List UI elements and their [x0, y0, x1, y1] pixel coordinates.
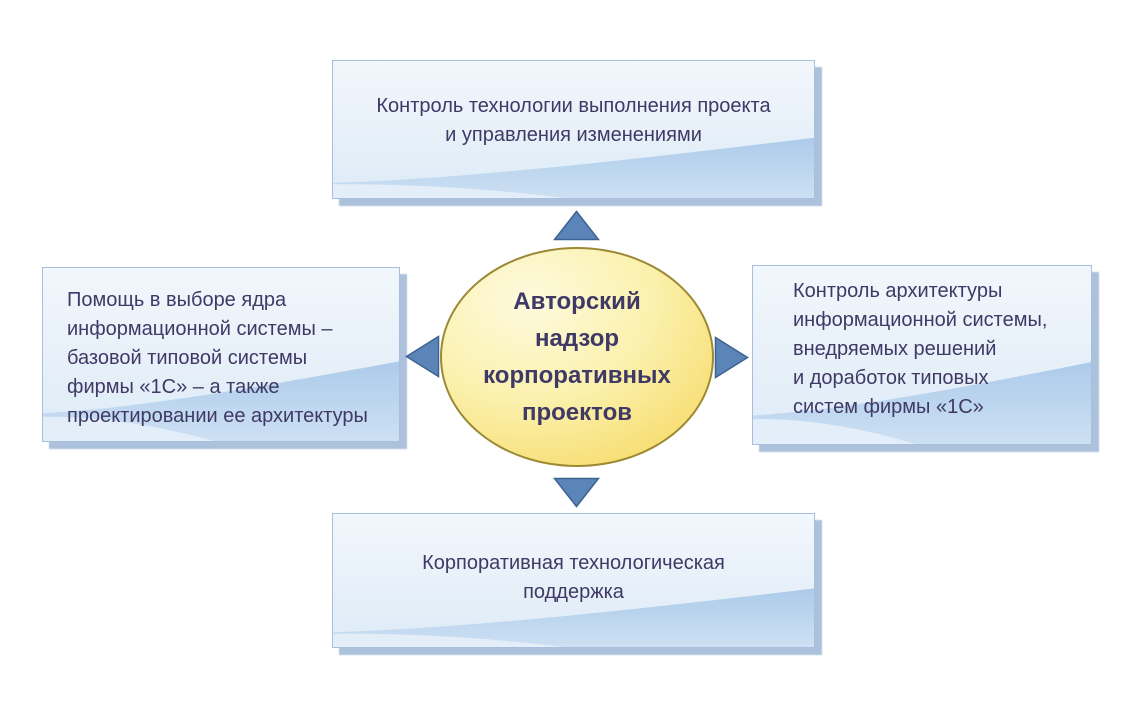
box-top-text: Контроль технологии выполнения проекта и… — [333, 92, 814, 150]
box-left-line: базовой типовой системы — [67, 347, 308, 369]
box-bottom: Корпоративная технологическая поддержка — [332, 513, 815, 648]
box-right-line: внедряемых решений — [793, 337, 997, 360]
box-left-line: проектировании ее архитектуры — [67, 405, 368, 427]
box-top: Контроль технологии выполнения проекта и… — [332, 60, 815, 199]
arrow-down-icon — [553, 477, 600, 508]
box-right: Контроль архитектуры информационной сист… — [752, 265, 1092, 445]
box-gloss-shine — [43, 361, 399, 441]
center-ellipse-line: надзор — [534, 325, 620, 352]
box-top-line: Контроль технологии выполнения проекта — [376, 94, 771, 117]
box-bottom-line: Корпоративная технологическая — [422, 551, 725, 574]
box-right-line: Контроль архитектуры — [793, 279, 1003, 302]
box-gloss-shine — [333, 137, 814, 198]
box-gloss-shine — [753, 362, 1091, 444]
center-ellipse-line: проектов — [521, 399, 633, 426]
box-right-line: информационной системы, — [793, 308, 1048, 331]
box-left-line: Помощь в выборе ядра — [67, 289, 287, 311]
box-gloss-shine — [333, 588, 814, 647]
center-ellipse-line: корпоративных — [483, 362, 671, 389]
arrow-up-icon — [553, 210, 600, 241]
arrow-right-icon — [714, 336, 749, 379]
box-right-line: систем фирмы «1С» — [793, 395, 984, 418]
box-right-text: Контроль архитектуры информационной сист… — [793, 277, 1091, 422]
box-left-line: фирмы «1С» – а также — [67, 376, 280, 398]
box-bottom-text: Корпоративная технологическая поддержка — [333, 549, 814, 607]
center-ellipse: Авторский надзор корпоративных проектов — [440, 247, 714, 467]
box-left-text: Помощь в выборе ядра информационной сист… — [67, 286, 399, 431]
center-ellipse-text: Авторский надзор корпоративных проектов — [483, 283, 671, 431]
box-bottom-line: поддержка — [523, 580, 624, 603]
center-ellipse-line: Авторский — [513, 288, 641, 315]
box-right-line: и доработок типовых — [793, 366, 989, 389]
arrow-left-icon — [405, 335, 440, 378]
box-left-line: информационной системы – — [67, 318, 333, 340]
box-top-line: и управления изменениями — [445, 123, 702, 146]
box-left: Помощь в выборе ядра информационной сист… — [42, 267, 400, 442]
